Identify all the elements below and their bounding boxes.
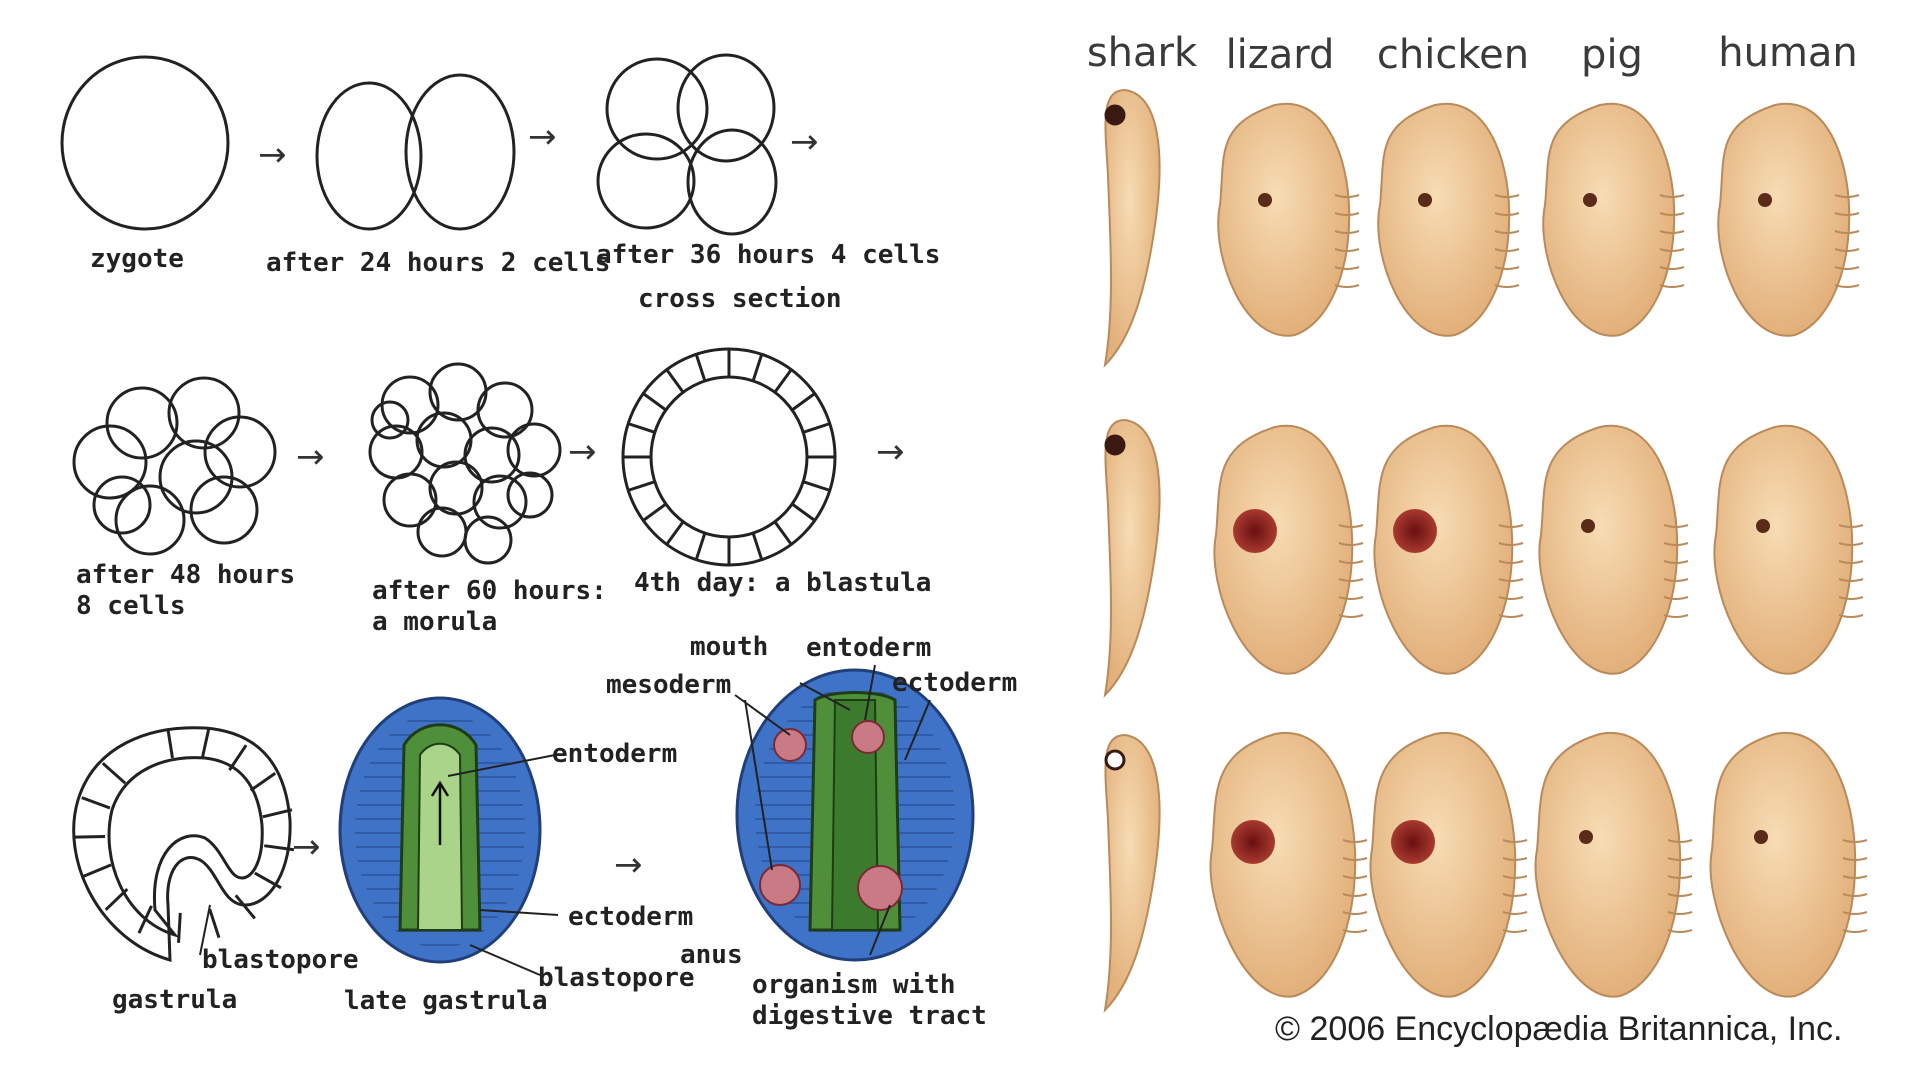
label-zygote: zygote <box>90 244 184 274</box>
label-ectoderm-organism: ectoderm <box>892 668 1018 698</box>
zygote-drawing <box>60 55 230 231</box>
embryo-shark-stage-3 <box>1103 733 1161 1013</box>
embryo-lizard-stage-1 <box>1217 102 1360 337</box>
arrow-icon: → <box>790 122 819 162</box>
label-late-gastrula: late gastrula <box>344 986 548 1016</box>
arrow-icon: → <box>614 845 643 885</box>
copyright-notice: © 2006 Encyclopædia Britannica, Inc. <box>1275 1010 1843 1048</box>
embryo-pig-stage-3 <box>1534 731 1693 998</box>
label-blastopore: blastopore <box>202 945 359 975</box>
label-entoderm: entoderm <box>552 739 678 769</box>
label-ectoderm: ectoderm <box>568 902 694 932</box>
arrow-icon: → <box>568 432 597 472</box>
label-four-cells: after 36 hours 4 cells <box>596 240 941 270</box>
embryo-pig-stage-2 <box>1538 424 1689 675</box>
four-cell-drawing <box>596 53 778 236</box>
embryo-shark-stage-2 <box>1103 418 1161 698</box>
label-two-cells: after 24 hours 2 cells <box>266 248 611 278</box>
embryo-chicken-stage-2 <box>1373 424 1524 675</box>
species-label-pig: pig <box>1581 32 1643 78</box>
label-cross-section: cross section <box>638 284 842 314</box>
leader-lines <box>199 664 931 976</box>
species-label-human: human <box>1718 30 1858 76</box>
species-label-shark: shark <box>1086 30 1198 76</box>
label-eight-cells: after 48 hours 8 cells <box>76 560 296 621</box>
label-blastopore-late: blastopore <box>538 963 695 993</box>
label-mesoderm: mesoderm <box>606 670 732 700</box>
embryo-chicken-stage-1 <box>1377 102 1520 337</box>
label-entoderm-organism: entoderm <box>806 633 932 663</box>
label-morula: after 60 hours: a morula <box>372 576 607 637</box>
arrow-icon: → <box>876 432 905 472</box>
label-blastula: 4th day: a blastula <box>634 568 932 598</box>
arrow-icon: → <box>528 117 557 157</box>
eight-cell-drawing <box>72 376 277 556</box>
morula-drawing <box>368 362 562 565</box>
embryo-human-stage-1 <box>1717 102 1860 337</box>
label-gastrula: gastrula <box>112 985 238 1015</box>
embryo-pig-stage-1 <box>1542 102 1685 337</box>
embryo-chicken-stage-3 <box>1369 731 1528 998</box>
embryo-lizard-stage-2 <box>1213 424 1364 675</box>
embryo-human-stage-3 <box>1709 731 1868 998</box>
label-mouth: mouth <box>690 632 769 662</box>
arrow-icon: → <box>258 135 287 175</box>
embryo-shark-stage-1 <box>1103 88 1161 368</box>
arrow-icon: → <box>292 827 321 867</box>
organism-drawing <box>735 668 975 962</box>
label-anus: anus <box>680 940 743 970</box>
embryo-lizard-stage-3 <box>1209 731 1368 998</box>
arrow-icon: → <box>296 437 325 477</box>
label-organism: organism with digestive tract <box>752 970 987 1031</box>
embryo-grid <box>1103 88 1868 1013</box>
blastula-drawing <box>621 347 837 567</box>
two-cell-drawing <box>315 73 516 231</box>
gastrula-drawing <box>72 726 295 963</box>
late-gastrula-drawing <box>338 696 542 964</box>
embryo-human-stage-2 <box>1713 424 1864 675</box>
species-label-lizard: lizard <box>1225 32 1335 78</box>
species-label-chicken: chicken <box>1376 32 1530 78</box>
